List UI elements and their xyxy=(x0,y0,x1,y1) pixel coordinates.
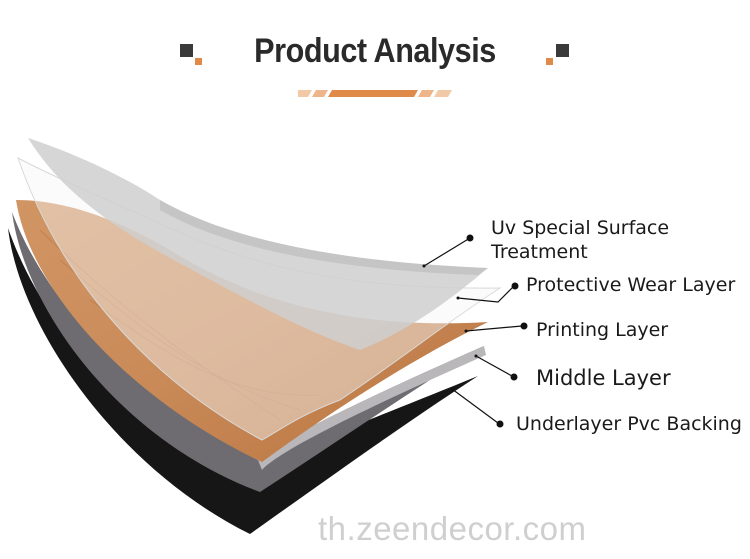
layer-label-underlayer: Underlayer Pvc Backing xyxy=(516,413,742,435)
middle-layer-edge xyxy=(258,346,486,470)
underlayer-leader-line xyxy=(451,388,499,424)
header-left-decoration xyxy=(180,44,204,68)
layer-label-printing: Printing Layer xyxy=(536,319,669,341)
underlayer-leader-dot xyxy=(496,420,504,428)
printing-layer xyxy=(16,200,488,462)
wear-leader-line xyxy=(457,286,514,303)
layer-label-uv-surface: Uv Special Surface Treatment xyxy=(491,217,670,263)
middle-leader-line xyxy=(475,355,513,377)
middle-leader-dot xyxy=(510,373,518,381)
header-right-decoration xyxy=(546,44,570,68)
printing-leader-line xyxy=(465,325,523,332)
page-title: Product Analysis xyxy=(254,32,496,70)
uv-leader-line xyxy=(423,237,471,267)
layer-label-middle: Middle Layer xyxy=(536,366,671,390)
wear-leader-dot xyxy=(511,282,519,290)
layer-label-protective-wear: Protective Wear Layer xyxy=(526,274,736,296)
printing-leader-dot xyxy=(520,322,528,330)
uv-surface-sheen xyxy=(160,200,488,275)
title-underline-decoration xyxy=(298,90,452,97)
uv-leader-dot xyxy=(466,234,474,242)
site-watermark: th.zeendecor.com xyxy=(318,510,587,547)
